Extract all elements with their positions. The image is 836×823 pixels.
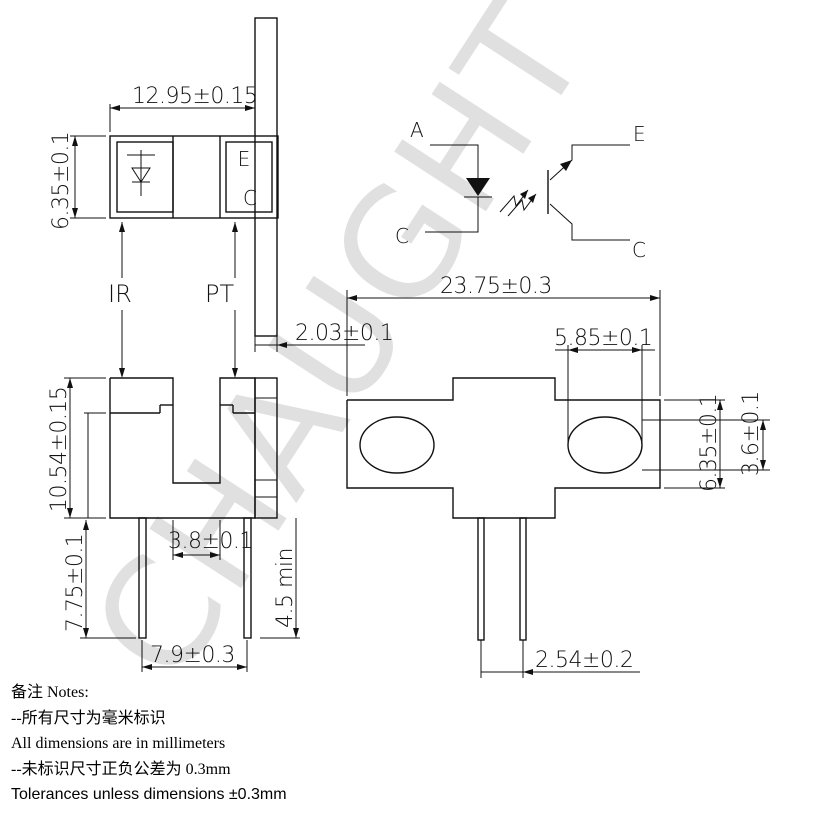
top-view: E C 12.95±0.15 6.35±0.1 2.03±0.1 IR PT [49, 17, 394, 378]
notes-line2-cn: --未标识尺寸正负公差为 0.3mm [11, 760, 231, 778]
schematic-collector-label: C [632, 238, 646, 262]
dim-overall-length: 23.75±0.3 [440, 274, 552, 299]
dim-lead-min: 4.5 min [273, 548, 298, 628]
dim-pin-pitch: 2.54±0.2 [535, 648, 633, 673]
dim-lead-length: 7.75±0.1 [63, 534, 88, 632]
dim-hole-width: 5.85±0.1 [554, 326, 652, 351]
dim-lead-spacing-front: 7.9±0.3 [150, 643, 235, 668]
dim-top-height: 6.35±0.1 [49, 132, 74, 230]
dim-body-height: 10.54±0.15 [47, 387, 72, 512]
dim-hole-height: 6.35±0.1 [697, 394, 722, 492]
notes-line1-cn: --所有尺寸为毫米标识 [11, 709, 166, 727]
dim-slot-width: 3.8±0.1 [168, 529, 253, 554]
notes-line1-en: All dimensions are in millimeters [11, 735, 226, 752]
schematic-cathode-label: C [395, 224, 409, 248]
label-ir: IR [108, 280, 132, 308]
schematic-anode-label: A [410, 118, 424, 142]
collector-label: C [243, 186, 257, 210]
led-icon [466, 178, 490, 196]
notes-line2-en: Tolerances unless dimensions ±0.3mm [11, 786, 287, 803]
notes-block: 备注 Notes: --所有尺寸为毫米标识 All dimensions are… [11, 680, 287, 808]
side-view: 23.75±0.3 5.85±0.1 6.35±0.1 3.6±0.1 2.54… [346, 274, 770, 678]
schematic-emitter-label: E [633, 122, 646, 146]
notes-heading: 备注 Notes: [11, 684, 89, 701]
label-pt: PT [205, 280, 234, 308]
front-view: 10.54±0.15 7.75±0.1 3.8±0.1 4.5 min 7.9±… [47, 377, 300, 672]
dim-hole-inner: 3.6±0.1 [739, 391, 764, 476]
emitter-label: E [238, 147, 251, 171]
dim-top-width: 12.95±0.15 [132, 84, 257, 109]
diode-icon [127, 150, 155, 196]
schematic: A C E C [395, 118, 646, 262]
dim-flange-thickness: 2.03±0.1 [295, 321, 393, 346]
